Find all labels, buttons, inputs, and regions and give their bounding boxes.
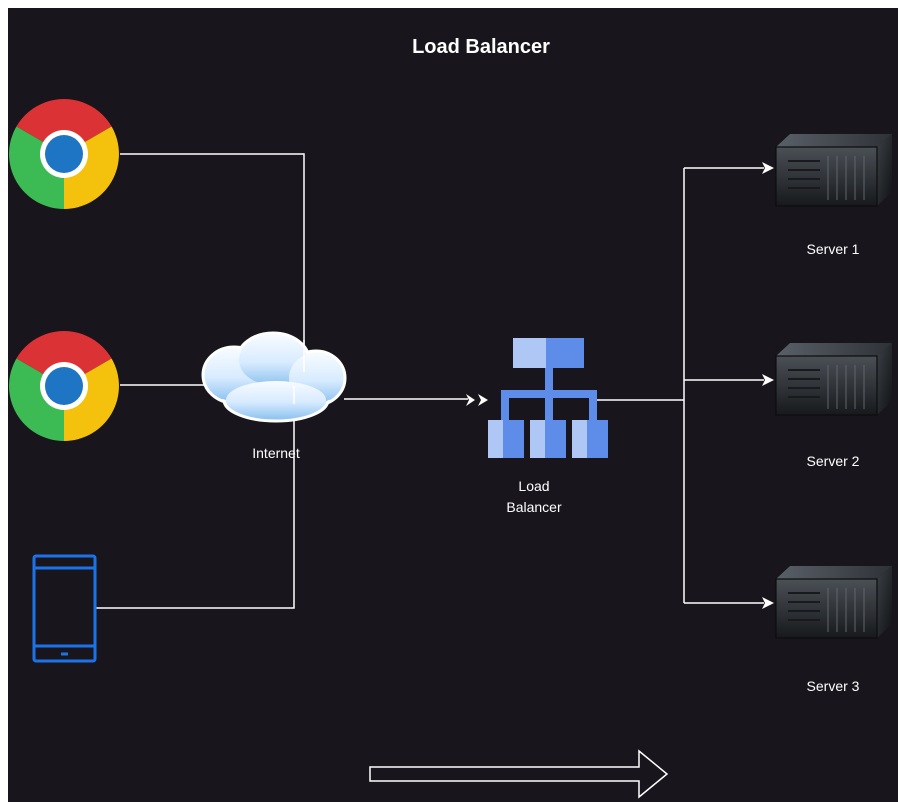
load-balancer-label-line-2: Balancer bbox=[506, 499, 562, 515]
arrowhead-server-3 bbox=[762, 597, 774, 609]
load-balancer-label-line-1: Load bbox=[518, 478, 549, 494]
arrowhead-load-balancer-inner bbox=[478, 394, 488, 406]
chrome-browser-icon[interactable] bbox=[9, 99, 119, 209]
arrowheads bbox=[466, 162, 774, 609]
cloud-icon[interactable] bbox=[201, 331, 347, 423]
arrowhead-server-2 bbox=[762, 374, 774, 386]
internet-label: Internet bbox=[252, 445, 300, 461]
diagram-title: Load Balancer bbox=[412, 36, 550, 58]
server-2-label: Server 2 bbox=[807, 453, 860, 469]
server-3-label: Server 3 bbox=[807, 678, 860, 694]
server-icon[interactable] bbox=[775, 134, 892, 207]
flow-direction-arrow-icon[interactable] bbox=[369, 749, 669, 799]
diagram-background bbox=[8, 8, 898, 802]
smartphone-icon[interactable] bbox=[32, 554, 97, 663]
server-icon[interactable] bbox=[775, 566, 892, 639]
arrowhead-server-1 bbox=[762, 162, 774, 174]
arrowhead-load-balancer-outer bbox=[466, 394, 475, 406]
server-icon[interactable] bbox=[775, 343, 892, 416]
load-balancer-icon[interactable] bbox=[488, 338, 608, 458]
server-1-label: Server 1 bbox=[807, 241, 860, 257]
edge-browser-1-to-internet[interactable] bbox=[120, 153, 305, 368]
cloud-overlay-connectors bbox=[293, 340, 305, 404]
connectors bbox=[96, 153, 764, 609]
chrome-browser-icon[interactable] bbox=[9, 331, 119, 441]
